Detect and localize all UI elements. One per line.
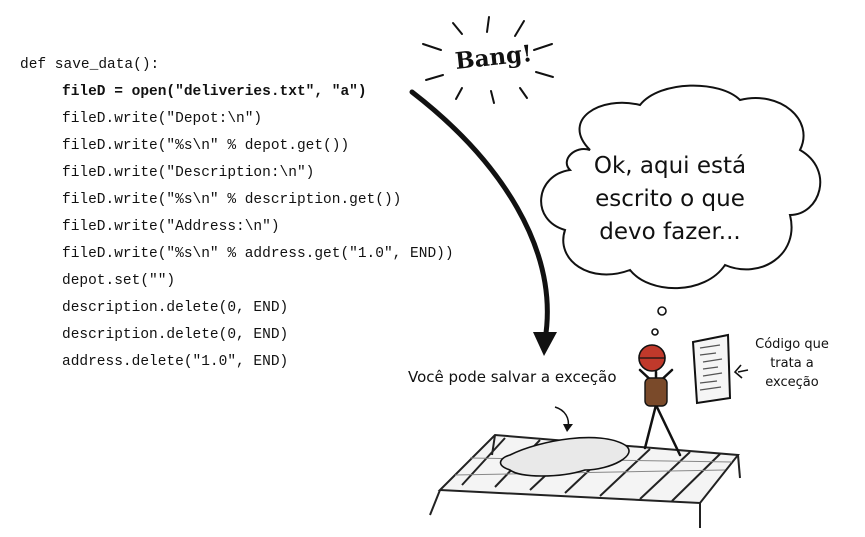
- handler-caption-line-2: trata a: [770, 356, 814, 371]
- code-document-icon: [691, 333, 732, 405]
- code-line-4: fileD.write("%s\n" % depot.get()): [62, 138, 350, 154]
- handler-caption-line-1: Código que: [755, 337, 829, 352]
- thought-line-1: Ok, aqui está: [593, 153, 747, 179]
- stick-figure-icon: [638, 344, 682, 457]
- code-line-2: fileD = open("deliveries.txt", "a"): [62, 84, 367, 100]
- code-line-6: fileD.write("%s\n" % description.get()): [62, 192, 402, 208]
- curved-arrow-icon: [409, 89, 550, 343]
- fallen-sheet-icon: [499, 436, 630, 477]
- code-line-1: def save_data():: [20, 57, 160, 73]
- code-line-12: address.delete("1.0", END): [62, 354, 289, 370]
- code-block: def save_data(): fileD = open("deliveries…: [20, 52, 454, 376]
- explosion-burst-icon: [422, 16, 554, 104]
- code-line-11: description.delete(0, END): [62, 327, 289, 343]
- handler-caption: Código que trata a exceção: [742, 335, 842, 392]
- code-line-8: fileD.write("%s\n" % address.get("1.0", …: [62, 246, 454, 262]
- code-line-3: fileD.write("Depot:\n"): [62, 111, 263, 127]
- thought-line-2: escrito o que: [595, 186, 745, 212]
- thought-bubble-icon: [540, 84, 822, 290]
- save-exception-caption: Você pode salvar a exceção: [408, 368, 617, 386]
- code-line-7: fileD.write("Address:\n"): [62, 219, 280, 235]
- code-line-9: depot.set(""): [62, 273, 176, 289]
- thought-line-3: devo fazer...: [599, 219, 741, 245]
- thought-bubble-text: Ok, aqui está escrito o que devo fazer..…: [590, 150, 750, 249]
- code-line-10: description.delete(0, END): [62, 300, 289, 316]
- code-line-5: fileD.write("Description:\n"): [62, 165, 315, 181]
- handler-caption-line-3: exceção: [765, 375, 819, 390]
